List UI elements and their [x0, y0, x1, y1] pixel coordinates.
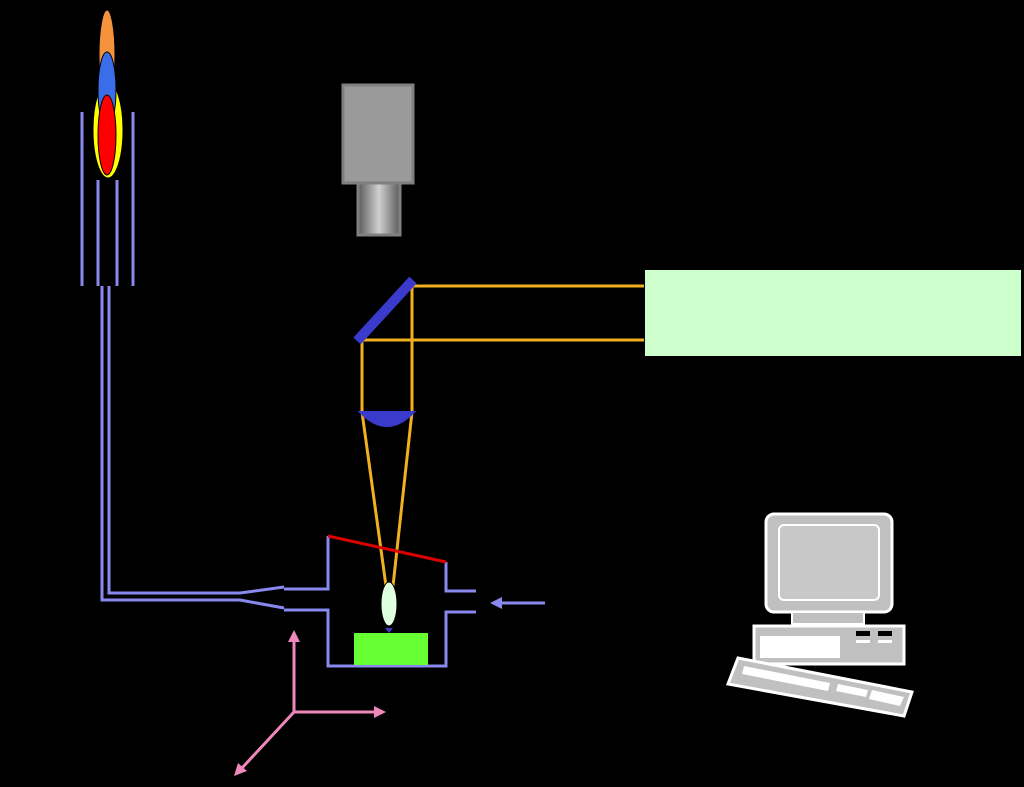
ablation-plume	[380, 581, 398, 633]
camera	[341, 83, 415, 237]
computer	[725, 512, 914, 718]
cell-window	[327, 534, 447, 564]
dichroic-mirror	[353, 276, 417, 345]
xyz-stage-axes	[234, 630, 386, 776]
laser-box	[643, 268, 1023, 358]
carrier-gas-arrow	[490, 597, 545, 609]
ablation-cell	[284, 536, 476, 668]
sample	[354, 633, 428, 665]
torch-flame	[92, 9, 124, 179]
laser-beam	[360, 284, 644, 587]
torch-tubes	[80, 112, 135, 286]
focusing-lens	[357, 411, 417, 427]
transfer-tubing	[100, 286, 285, 610]
